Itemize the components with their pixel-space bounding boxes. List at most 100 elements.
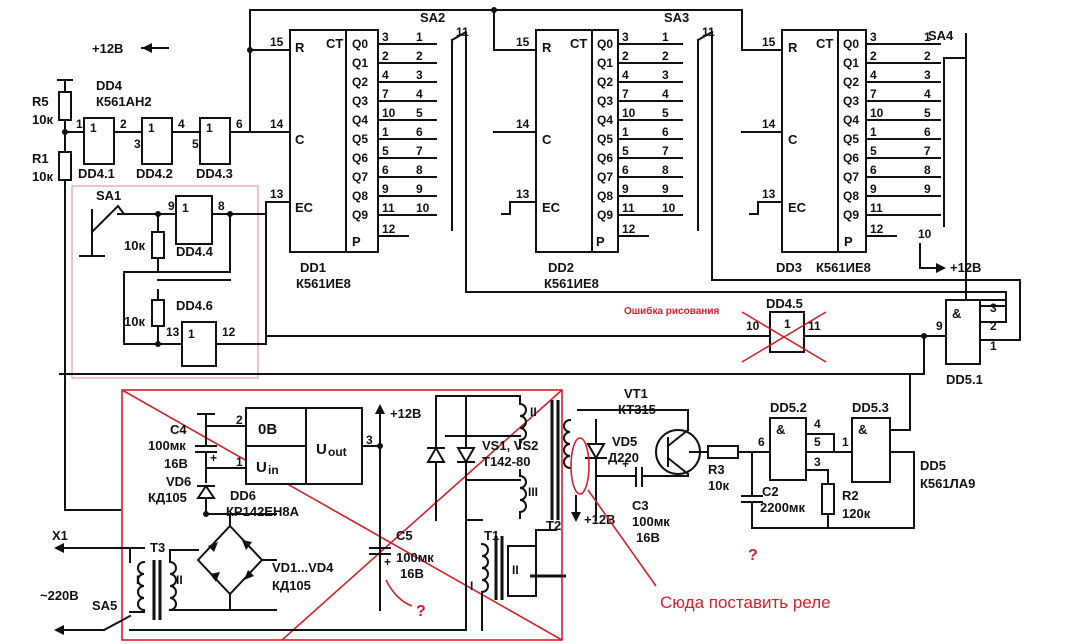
svg-text:11: 11 bbox=[808, 319, 821, 333]
svg-text:13: 13 bbox=[516, 187, 530, 201]
dd1-pin-num: 9 bbox=[382, 182, 389, 196]
dd1-name: DD1 bbox=[300, 260, 326, 275]
dd2-contact-num: 6 bbox=[662, 125, 669, 139]
vd5-type: Д220 bbox=[608, 450, 639, 465]
svg-text:5: 5 bbox=[814, 435, 821, 449]
svg-text:&: & bbox=[952, 306, 961, 321]
svg-text:I: I bbox=[136, 573, 139, 587]
sa2-label: SA2 bbox=[420, 10, 445, 25]
dd4-6-label: DD4.6 bbox=[176, 298, 213, 313]
dd3-pin-num: 11 bbox=[870, 201, 883, 215]
dd4-4-gate bbox=[175, 195, 213, 245]
dd3-p-num: 12 bbox=[870, 222, 884, 236]
dd3-pin-num: 10 bbox=[870, 106, 884, 120]
dd2-pin-num: 5 bbox=[622, 144, 629, 158]
c5-val1: 100мк bbox=[396, 550, 434, 565]
r5-label: R5 bbox=[32, 94, 49, 109]
vs1-thyristor bbox=[426, 445, 446, 463]
dd5-2-gate bbox=[769, 417, 807, 481]
svg-text:11: 11 bbox=[456, 25, 469, 39]
c5-val2: 16В bbox=[400, 566, 424, 581]
question-mark-c5: ? bbox=[416, 603, 426, 620]
svg-text:4: 4 bbox=[814, 417, 821, 431]
dd4-2-gate bbox=[141, 117, 173, 165]
dd3-pin-num: 3 bbox=[870, 30, 877, 44]
svg-text:&: & bbox=[858, 422, 867, 437]
svg-text:1: 1 bbox=[842, 435, 849, 449]
vd6-type: КД105 bbox=[148, 490, 187, 505]
sa4-label: SA4 bbox=[928, 28, 954, 43]
svg-text:R2: R2 bbox=[842, 488, 859, 503]
dd4-1-label: DD4.1 bbox=[78, 166, 115, 181]
svg-text:1: 1 bbox=[784, 317, 791, 331]
svg-text:10: 10 bbox=[918, 227, 932, 241]
svg-text:+: + bbox=[384, 555, 391, 569]
dd2-contact-num: 2 bbox=[662, 49, 669, 63]
t1-label: Т1 bbox=[484, 528, 499, 543]
plus12-top-arrowhead bbox=[142, 43, 152, 53]
plus12-dd3-label: +12В bbox=[950, 260, 981, 275]
dd2-q5-label: Q5 bbox=[597, 132, 613, 146]
dd3-q5-label: Q5 bbox=[843, 132, 859, 146]
svg-text:1: 1 bbox=[206, 121, 213, 135]
c3-val1: 100мк bbox=[632, 514, 670, 529]
svg-text:1: 1 bbox=[90, 121, 97, 135]
dd1-pin-num: 10 bbox=[382, 106, 396, 120]
dd3-pin-num: 4 bbox=[870, 68, 877, 82]
svg-text:13: 13 bbox=[166, 325, 180, 339]
svg-text:1: 1 bbox=[182, 201, 189, 215]
dd2-q0-label: Q0 bbox=[597, 37, 613, 51]
svg-text:C: C bbox=[788, 132, 798, 147]
dd3-name: DD3 bbox=[776, 260, 802, 275]
dd1-contact-num: 2 bbox=[416, 49, 423, 63]
bridge-type: КД105 bbox=[272, 578, 311, 593]
t1-secondary bbox=[507, 545, 537, 597]
c4-val1: 100мк bbox=[148, 438, 186, 453]
r5-resistor bbox=[58, 91, 72, 121]
dd4-4-label: DD4.4 bbox=[176, 244, 214, 259]
svg-text:III: III bbox=[528, 485, 538, 499]
dd3-counter bbox=[781, 29, 867, 253]
dd1-counter bbox=[289, 29, 379, 253]
svg-text:U: U bbox=[256, 459, 267, 476]
error-note: Ошибка рисования bbox=[624, 305, 719, 317]
svg-text:P: P bbox=[596, 234, 605, 249]
svg-text:II: II bbox=[512, 563, 519, 577]
svg-text:+: + bbox=[622, 457, 629, 471]
dd1-contact-num: 5 bbox=[416, 106, 423, 120]
svg-text:9: 9 bbox=[168, 199, 175, 213]
r3-resistor bbox=[707, 445, 739, 459]
dd4-1-gate bbox=[83, 117, 115, 165]
dd2-contact-num: 5 bbox=[662, 106, 669, 120]
dd2-type: К561ИЕ8 bbox=[544, 276, 599, 291]
svg-text:EC: EC bbox=[295, 200, 314, 215]
dd6-name: DD6 bbox=[230, 488, 256, 503]
dd2-p-num: 12 bbox=[622, 222, 636, 236]
t3-secondary bbox=[168, 560, 177, 612]
svg-text:R3: R3 bbox=[708, 462, 725, 477]
dd2-contact-num: 3 bbox=[662, 68, 669, 82]
dd3-contact-num: 4 bbox=[924, 87, 931, 101]
t3-label: Т3 bbox=[150, 540, 165, 555]
dd1-q7-label: Q7 bbox=[352, 170, 368, 184]
c2-value: 2200мк bbox=[760, 500, 806, 515]
dd3-pin-num: 7 bbox=[870, 87, 877, 101]
dd2-q3-label: Q3 bbox=[597, 94, 613, 108]
svg-text:14: 14 bbox=[516, 117, 530, 131]
dd3-q2-label: Q2 bbox=[843, 75, 859, 89]
svg-text:I: I bbox=[470, 579, 473, 593]
dd2-q8-label: Q8 bbox=[597, 189, 613, 203]
x1-label: X1 bbox=[52, 528, 68, 543]
dd2-contact-num: 4 bbox=[662, 87, 669, 101]
dd2-contact-num: 7 bbox=[662, 144, 669, 158]
svg-text:CT: CT bbox=[326, 36, 343, 51]
dd1-contact-num: 1 bbox=[416, 30, 423, 44]
svg-text:2: 2 bbox=[990, 319, 997, 333]
dd3-contact-num: 7 bbox=[924, 144, 931, 158]
dd1-q8-label: Q8 bbox=[352, 189, 368, 203]
svg-text:R: R bbox=[542, 40, 552, 55]
dd1-q2-label: Q2 bbox=[352, 75, 368, 89]
dd2-q2-label: Q2 bbox=[597, 75, 613, 89]
svg-text:8: 8 bbox=[218, 199, 225, 213]
